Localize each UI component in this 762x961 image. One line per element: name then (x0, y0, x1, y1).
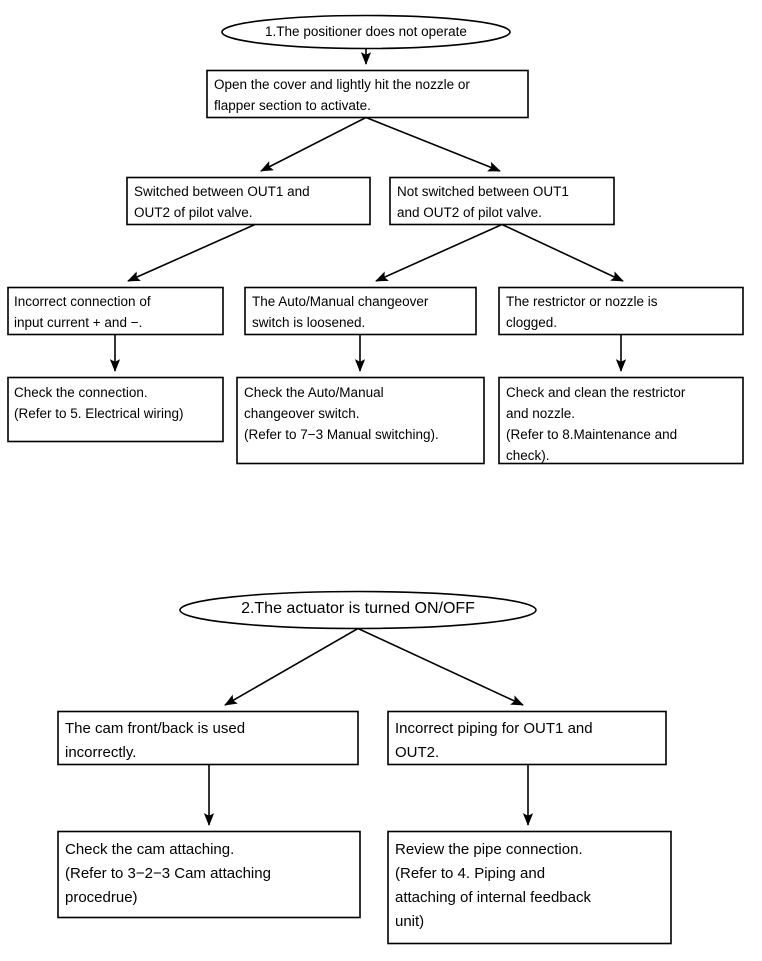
node-n1-c3-label: The restrictor or nozzle is clogged. (506, 291, 658, 333)
node-n1-a3-shape (498, 376, 744, 465)
node-n2-c1-shape (57, 710, 359, 766)
node-n2-a1-label: Check the cam attaching. (Refer to 3−2−3 … (65, 838, 271, 910)
node-n1-root-label: 1.The positioner does not operate (265, 24, 467, 39)
node-n2-a1-line1: Check the cam attaching. (65, 841, 235, 858)
node-n1-c3-line1: The restrictor or nozzle is (506, 294, 658, 309)
node-n2-a2-line4: unit) (395, 913, 425, 930)
node-n2-a1-shape (57, 830, 361, 919)
node-n1-a2-line3: (Refer to 7−3 Manual switching). (244, 427, 439, 442)
node-n1-c3-line2: clogged. (506, 315, 558, 330)
node-n1-c1-line1: Incorrect connection of (14, 294, 151, 309)
node-n1-a2-shape (236, 376, 485, 465)
node-n1-step-shape (206, 69, 529, 119)
node-n2-a2-line3: attaching of internal feedback (395, 889, 591, 906)
node-n2-a2-shape (387, 830, 672, 945)
node-n1-yes-line1: Switched between OUT1 and (134, 184, 310, 199)
node-n2-a2-line2: (Refer to 4. Piping and (395, 865, 546, 882)
edge-n1-no-to-c3 (501, 223, 624, 282)
node-n1-c2-line1: The Auto/Manual changeover (252, 294, 429, 309)
node-n2-root-label: 2.The actuator is turned ON/OFF (241, 600, 475, 617)
node-n1-c1-label: Incorrect connection of input current + a… (14, 291, 151, 333)
node-n1-a2-label: Check the Auto/Manual changeover switch. (… (244, 382, 439, 445)
node-n2-a2-label: Review the pipe connection. (Refer to 4. … (395, 838, 591, 934)
node-n1-a1-line2: (Refer to 5. Electrical wiring) (14, 406, 184, 421)
node-n2-a1-line2: (Refer to 3−2−3 Cam attaching (65, 865, 271, 882)
node-n1-a1-label: Check the connection. (Refer to 5. Electr… (14, 382, 184, 424)
node-n1-a1-line1: Check the connection. (14, 385, 148, 400)
node-n1-step-line1: Open the cover and lightly hit the nozzl… (214, 77, 470, 92)
node-n1-c2-label: The Auto/Manual changeover switch is loos… (252, 291, 428, 333)
node-n1-c2-line2: switch is loosened. (252, 315, 366, 330)
node-n1-a3-line4: check). (506, 448, 550, 463)
node-n1-step-label: Open the cover and lightly hit the nozzl… (214, 74, 470, 116)
node-n1-yes-line2: OUT2 of pilot valve. (134, 205, 253, 220)
node-n1-no-label: Not switched between OUT1 and OUT2 of pil… (397, 181, 569, 223)
edge-n2-root-to-c2 (357, 627, 524, 706)
edge-n1-step-to-yes (260, 116, 367, 172)
edge-n1-no-to-c2 (375, 223, 503, 282)
node-n1-no-line2: and OUT2 of pilot valve. (397, 205, 542, 220)
node-n1-no-shape (389, 176, 615, 226)
node-n2-c2-shape (387, 710, 667, 766)
node-n2-c1-line2: incorrectly. (65, 744, 137, 761)
edge-n2-root-to-c1 (224, 627, 359, 706)
node-n2-c2-line2: OUT2. (395, 744, 440, 761)
node-n1-a2-line1: Check the Auto/Manual (244, 385, 384, 400)
node-n1-a1-shape (7, 376, 224, 443)
node-n1-a3-label: Check and clean the restrictor and nozzle… (506, 382, 685, 466)
node-n1-a3-line2: and nozzle. (506, 406, 576, 421)
node-n2-a1-line3: procedrue) (65, 889, 138, 906)
node-n2-c1-label: The cam front/back is used incorrectly. (65, 717, 245, 765)
node-n2-c1-line1: The cam front/back is used (65, 720, 246, 737)
node-n1-step-line2: flapper section to activate. (214, 98, 371, 113)
node-n1-no-line1: Not switched between OUT1 (397, 184, 569, 199)
node-n1-a3-line3: (Refer to 8.Maintenance and (506, 427, 678, 442)
node-n2-c2-line1: Incorrect piping for OUT1 and (395, 720, 593, 737)
edge-n1-yes-to-c1 (127, 223, 256, 282)
node-n1-c1-line2: input current + and −. (14, 315, 143, 330)
node-n1-a3-line1: Check and clean the restrictor (506, 385, 686, 400)
edge-n1-step-to-no (365, 116, 501, 172)
node-n1-yes-shape (126, 176, 371, 226)
node-n1-a2-line2: changeover switch. (244, 406, 360, 421)
node-n2-a2-line1: Review the pipe connection. (395, 841, 583, 858)
